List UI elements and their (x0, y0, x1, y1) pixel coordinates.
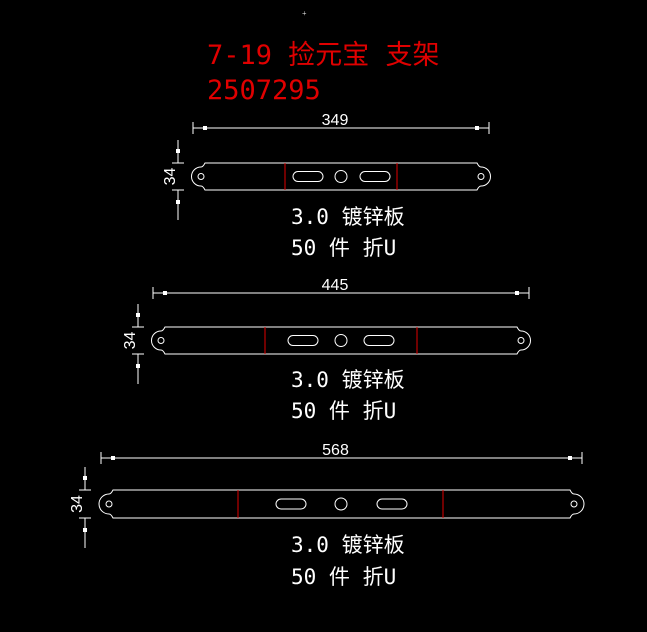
part-3[interactable]: 568 34 3.0 镀锌板 50 件 折U (69, 442, 585, 589)
slot-hole (359, 171, 391, 182)
part-outline (191, 162, 491, 191)
center-hole (334, 497, 348, 511)
length-label: 568 (322, 442, 349, 459)
part-outline (98, 489, 585, 519)
width-label: 34 (69, 495, 86, 513)
drawing-number: 2507295 (207, 75, 321, 106)
quantity-note: 50 件 折U (291, 399, 396, 423)
material-note: 3.0 镀锌板 (291, 368, 405, 392)
slot-hole (275, 498, 307, 510)
length-dimension: 445 (152, 277, 530, 299)
width-label: 34 (162, 168, 179, 186)
cursor-mark: + (302, 9, 307, 18)
slot-hole (292, 171, 324, 182)
material-note: 3.0 镀锌板 (291, 533, 405, 557)
mount-hole (197, 173, 205, 180)
width-dimension: 34 (69, 467, 91, 548)
quantity-note: 50 件 折U (291, 236, 396, 260)
slot-hole (287, 335, 319, 346)
center-hole (334, 170, 348, 183)
mount-hole (570, 500, 578, 508)
width-label: 34 (122, 332, 139, 350)
center-hole (334, 334, 348, 347)
material-note: 3.0 镀锌板 (291, 205, 405, 229)
mount-hole (517, 337, 525, 344)
quantity-note: 50 件 折U (291, 565, 396, 589)
mount-hole (105, 500, 113, 508)
length-label: 349 (322, 112, 349, 129)
width-dimension: 34 (122, 304, 144, 384)
part-1[interactable]: 349 34 3.0 镀锌板 50 件 折U (162, 112, 491, 260)
mount-hole (477, 173, 485, 180)
slot-hole (363, 335, 395, 346)
width-dimension: 34 (162, 140, 184, 220)
length-label: 445 (322, 277, 349, 294)
length-dimension: 349 (192, 112, 490, 134)
mount-hole (157, 337, 165, 344)
length-dimension: 568 (100, 442, 583, 464)
part-outline (151, 326, 531, 355)
part-2[interactable]: 445 34 3.0 镀锌板 50 件 折U (122, 277, 531, 423)
drawing-title: 7-19 捡元宝 支架 (207, 40, 440, 71)
slot-hole (376, 498, 408, 510)
